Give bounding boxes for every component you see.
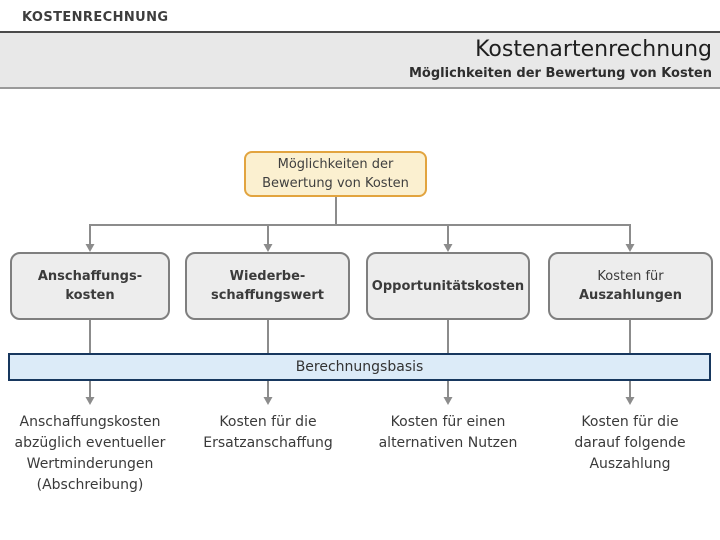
title-band: Kostenartenrechnung Möglichkeiten der Be… xyxy=(0,33,720,89)
method-box-kosten-fuer-auszahlungen: Kosten für Auszahlungen xyxy=(548,252,713,320)
slide-subtitle: Möglichkeiten der Bewertung von Kosten xyxy=(409,66,712,81)
bar-to-text-arrows xyxy=(85,381,635,405)
branch-arrows-top xyxy=(85,225,635,252)
description-opportunitaetskosten: Kosten für einen alternativen Nutzen xyxy=(378,414,518,451)
box-to-bar-lines xyxy=(89,320,631,353)
method-box-label-bottom: Auszahlungen xyxy=(579,288,682,303)
method-box-anschaffungskosten: Anschaffungs- kosten xyxy=(10,252,170,320)
description-auszahlungen: Kosten für die darauf folgende Auszahlun… xyxy=(574,414,686,472)
slide-title: Kostenartenrechnung xyxy=(475,37,712,62)
method-box-wiederbeschaffungswert: Wiederbe- schaffungswert xyxy=(185,252,350,320)
description-wiederbeschaffungswert: Kosten für die Ersatzanschaffung xyxy=(203,414,333,451)
method-box-label: Wiederbe- schaffungswert xyxy=(210,269,324,303)
root-node-label: Möglichkeiten der Bewertung von Kosten xyxy=(262,157,409,191)
root-drop-line xyxy=(89,197,631,226)
method-box-opportunitaetskosten: Opportunitätskosten xyxy=(366,252,530,320)
method-box-label-top: Kosten für xyxy=(597,269,664,284)
berechnungsbasis-bar: Berechnungsbasis xyxy=(8,353,711,381)
course-title: KOSTENRECHNUNG xyxy=(22,10,169,25)
slide-header: KOSTENRECHNUNG xyxy=(0,0,720,33)
description-anschaffungskosten: Anschaffungskosten abzüglich eventueller… xyxy=(14,414,166,493)
method-box-label: Opportunitätskosten xyxy=(371,278,525,294)
berechnungsbasis-label: Berechnungsbasis xyxy=(295,359,424,375)
method-box-label: Anschaffungs- kosten xyxy=(37,269,143,303)
root-node-moeglichkeiten: Möglichkeiten der Bewertung von Kosten xyxy=(244,151,427,197)
